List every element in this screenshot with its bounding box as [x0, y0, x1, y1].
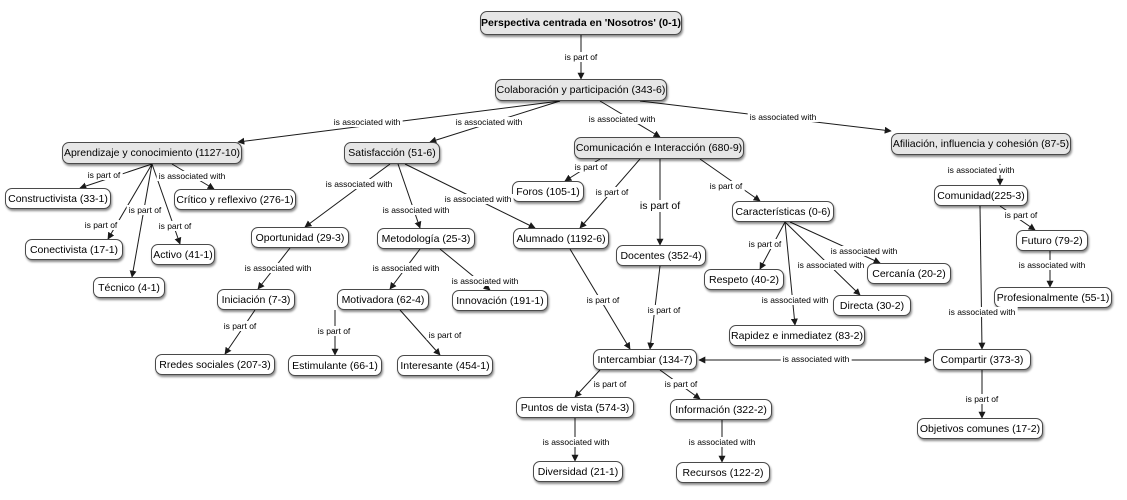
- concept-activo[interactable]: Activo (41-1): [151, 244, 215, 265]
- link-label: is part of: [645, 305, 683, 315]
- concept-innovacion[interactable]: Innovación (191-1): [452, 290, 548, 311]
- concept-tecnico[interactable]: Técnico (4-1): [93, 277, 165, 298]
- link-label: is associated with: [156, 171, 228, 181]
- link-line: [397, 163, 422, 229]
- concept-aprendizaje[interactable]: Aprendizaje y conocimiento (1127-10): [62, 142, 242, 164]
- concept-oportunidad[interactable]: Oportunidad (29-3): [251, 227, 349, 248]
- link-label: is part of: [126, 205, 164, 215]
- link-label: is part of: [662, 379, 700, 389]
- link-label: is part of: [707, 181, 745, 191]
- link-label: is part of: [562, 52, 600, 62]
- link-line: [789, 221, 881, 264]
- concept-respeto[interactable]: Respeto (40-2): [704, 269, 784, 290]
- concept-docentes[interactable]: Docentes (352-4): [616, 245, 706, 266]
- link-line: [574, 369, 601, 398]
- concept-puntos-de-vista[interactable]: Puntos de vista (574-3): [516, 397, 634, 418]
- link-label: is associated with: [828, 246, 900, 256]
- link-label: is associated with: [686, 437, 758, 447]
- link-label: is associated with: [759, 295, 831, 305]
- concept-cercania[interactable]: Cercanía (20-2): [867, 263, 951, 284]
- concept-diversidad[interactable]: Diversidad (21-1): [533, 461, 623, 482]
- concept-caracteristicas[interactable]: Características (0-6): [732, 201, 834, 222]
- link-label: is part of: [221, 321, 259, 331]
- link-label: is part of: [591, 379, 629, 389]
- link-label: is part of: [426, 330, 464, 340]
- concept-perspectiva-nosotros[interactable]: Perspectiva centrada en 'Nosotros' (0-1): [480, 11, 682, 35]
- concept-futuro[interactable]: Futuro (79-2): [1016, 230, 1088, 251]
- link-label: is part of: [637, 200, 683, 212]
- concept-objetivos-comunes[interactable]: Objetivos comunes (17-2): [917, 418, 1043, 439]
- concept-estimulante[interactable]: Estimulante (66-1): [288, 355, 382, 376]
- link-label: is associated with: [540, 437, 612, 447]
- link-label: is associated with: [780, 354, 852, 364]
- concept-constructivista[interactable]: Constructivista (33-1): [5, 188, 111, 209]
- link-line: [224, 309, 256, 355]
- concept-conectivista[interactable]: Conectivista (17-1): [25, 239, 123, 260]
- link-label: is associated with: [323, 179, 395, 189]
- link-label: is associated with: [946, 307, 1018, 317]
- link-label: is part of: [82, 220, 120, 230]
- link-label: is associated with: [380, 205, 452, 215]
- link-line: [399, 309, 441, 356]
- link-label: is associated with: [1016, 260, 1088, 270]
- concept-profesionalmente[interactable]: Profesionalmente (55-1): [994, 287, 1112, 308]
- link-label: is part of: [963, 394, 1001, 404]
- concept-metodologia[interactable]: Metodología (25-3): [377, 228, 475, 249]
- concept-comunicacion[interactable]: Comunicación e Interacción (680-9): [574, 137, 744, 159]
- link-label: is associated with: [449, 276, 521, 286]
- concept-alumnado[interactable]: Alumnado (1192-6): [513, 228, 609, 249]
- concept-colaboracion[interactable]: Colaboración y participación (343-6): [495, 79, 667, 101]
- link-label: is part of: [315, 326, 353, 336]
- link-label: is associated with: [370, 263, 442, 273]
- concept-intercambiar[interactable]: Intercambiar (134-7): [593, 349, 697, 370]
- link-label: is part of: [593, 187, 631, 197]
- link-label: is associated with: [242, 263, 314, 273]
- link-label: is associated with: [331, 117, 403, 127]
- link-label: is associated with: [442, 194, 514, 204]
- link-label: is part of: [572, 162, 610, 172]
- concept-motivadora[interactable]: Motivadora (62-4): [337, 289, 429, 310]
- link-line: [978, 205, 986, 350]
- concept-foros[interactable]: Foros (105-1): [512, 181, 584, 202]
- concept-afiliacion[interactable]: Afiliación, influencia y cohesión (87-5): [891, 133, 1071, 155]
- concept-informacion[interactable]: Información (322-2): [670, 399, 772, 420]
- link-label: is associated with: [586, 114, 658, 124]
- link-label: is associated with: [453, 117, 525, 127]
- concept-interesante[interactable]: Interesante (454-1): [397, 355, 493, 376]
- link-label: is part of: [746, 239, 784, 249]
- concept-critico-reflexivo[interactable]: Crítico y reflexivo (276-1): [174, 189, 296, 210]
- link-line: [784, 221, 861, 296]
- link-label: is part of: [584, 295, 622, 305]
- link-label: is part of: [85, 170, 123, 180]
- concept-directa[interactable]: Directa (30-2): [833, 295, 911, 316]
- concept-recursos[interactable]: Recursos (122-2): [676, 462, 770, 483]
- link-label: is associated with: [747, 112, 819, 122]
- link-label: is part of: [1002, 210, 1040, 220]
- concept-redes-sociales[interactable]: Rredes sociales (207-3): [155, 354, 275, 375]
- concept-iniciacion[interactable]: Iniciación (7-3): [217, 289, 295, 310]
- link-label: is part of: [156, 221, 194, 231]
- link-label: is associated with: [795, 260, 867, 270]
- link-line: [784, 221, 798, 326]
- link-line: [699, 158, 761, 202]
- concept-comunidad[interactable]: Comunidad(225-3): [934, 185, 1028, 206]
- link-label: is associated with: [945, 165, 1017, 175]
- link-line: [304, 163, 391, 228]
- concept-compartir[interactable]: Compartir (373-3): [933, 349, 1031, 370]
- link-line: [129, 163, 153, 278]
- concept-satisfaccion[interactable]: Satisfacción (51-6): [344, 142, 440, 164]
- concept-rapidez-inmediatez[interactable]: Rapidez e inmediatez (83-2): [729, 325, 865, 346]
